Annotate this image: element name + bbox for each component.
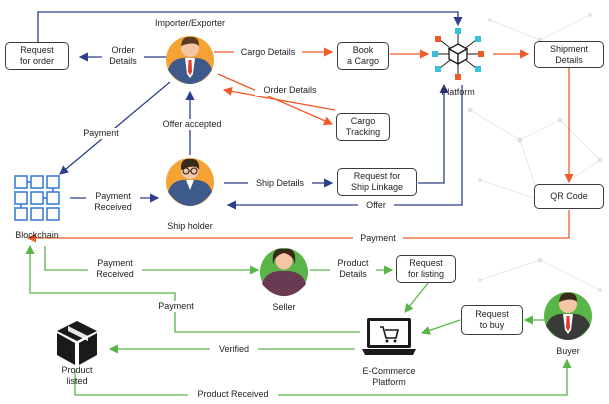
offer-label: Offer xyxy=(358,200,394,211)
importer-exporter-label: Importer/Exporter xyxy=(154,18,226,28)
product-details-label: Product Details xyxy=(330,258,376,279)
edge-request-to-ecommerce xyxy=(420,319,461,335)
payment-received-1-label: Payment Received xyxy=(86,191,140,212)
request-to-buy-box: Request to buy xyxy=(461,305,523,335)
ship-details-label: Ship Details xyxy=(248,178,312,189)
edge-payment-ecommerce-blockchain xyxy=(25,244,360,333)
product-listed-label: Product listed xyxy=(61,365,93,386)
book-a-cargo-box: Book a Cargo xyxy=(337,42,389,70)
ecommerce-label: E-Commerce Platform xyxy=(362,366,416,387)
cargo-tracking-box: Cargo Tracking xyxy=(336,113,390,141)
request-for-listing-box: Request for listing xyxy=(396,255,456,283)
package-box-icon xyxy=(57,321,97,365)
edge-importer-to-platform-top xyxy=(37,11,463,43)
man-with-glasses-icon xyxy=(166,158,214,206)
blockchain-label: Blockchain xyxy=(15,230,59,240)
businessman-icon xyxy=(544,292,592,340)
blockchain-blocks-icon xyxy=(14,175,60,221)
edge-payment-received-2 xyxy=(44,246,260,275)
buyer-label: Buyer xyxy=(556,346,580,356)
edge-payment-qr-blockchain xyxy=(26,210,570,243)
edge-product-received xyxy=(74,358,572,396)
qr-code-box: QR Code xyxy=(534,184,604,209)
request-ship-linkage-box: Request for Ship Linkage xyxy=(337,168,417,196)
payment-3-label: Payment xyxy=(151,301,201,312)
platform-label: Platform xyxy=(441,87,475,97)
payment-1-label: Payment xyxy=(76,128,126,139)
request-for-order-box: Request for order xyxy=(5,42,69,70)
edge-listing-to-ecommerce xyxy=(404,282,429,313)
payment-2-label: Payment xyxy=(353,233,403,244)
laptop-cart-icon xyxy=(362,318,416,355)
edge-offer xyxy=(226,85,463,210)
cargo-details-label: Cargo Details xyxy=(234,47,302,58)
network-cube-icon xyxy=(432,28,484,80)
edge-tracking-to-importer xyxy=(222,86,336,111)
ship-holder-label: Ship holder xyxy=(167,221,213,231)
order-details-label: Order Details xyxy=(102,45,144,66)
seller-label: Seller xyxy=(272,302,296,312)
verified-label: Verified xyxy=(210,344,258,355)
offer-accepted-label: Offer accepted xyxy=(153,119,231,130)
edge-linkage-to-platform xyxy=(418,83,449,184)
order-details-2-label: Order Details xyxy=(255,85,325,96)
shipment-details-box: Shipment Details xyxy=(534,41,604,68)
businessman-icon xyxy=(166,36,214,84)
product-received-label: Product Received xyxy=(188,389,278,400)
payment-received-2-label: Payment Received xyxy=(88,258,142,279)
woman-icon xyxy=(260,248,308,296)
